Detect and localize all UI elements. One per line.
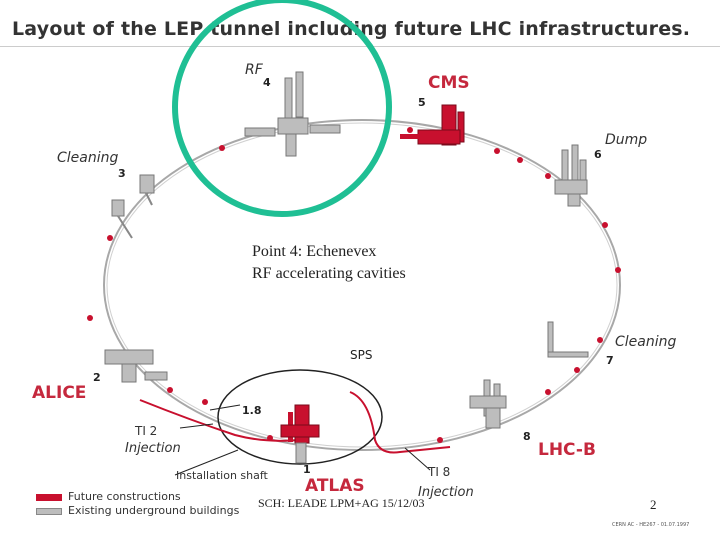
sps-ring — [217, 369, 383, 465]
point8-structure — [469, 379, 507, 429]
footer-reference: CERN AC - HE267 - 01.07.1997 — [612, 522, 690, 528]
callout-line2: RF accelerating cavities — [252, 265, 406, 282]
legend-swatch-existing — [36, 508, 62, 515]
title-divider — [0, 46, 720, 47]
ti2-leader — [179, 423, 214, 429]
point4-structure — [244, 71, 341, 157]
point2-number: 2 — [93, 371, 101, 384]
point1-number: 1 — [303, 463, 311, 476]
point18-number: 1.8 — [242, 404, 262, 417]
lep-ring-inner — [106, 122, 618, 448]
point4-name: RF — [245, 62, 263, 78]
lep-ring — [103, 119, 621, 451]
ti8-injection-label: Injection — [418, 485, 474, 500]
ti8-line — [349, 391, 451, 454]
point3-number: 3 — [118, 167, 126, 180]
ti8-label: TI 8 — [428, 465, 451, 479]
point5-name: CMS — [428, 73, 470, 93]
point1-name: ATLAS — [305, 476, 365, 496]
installation-shaft-label: Installation shaft — [176, 469, 268, 482]
ti2-line — [139, 399, 299, 442]
ti2-label: TI 2 — [135, 424, 158, 438]
point8-name: LHC-B — [538, 440, 596, 460]
point4-highlight-circle — [172, 0, 392, 217]
legend-label-existing: Existing underground buildings — [68, 504, 240, 517]
ti2-injection-label: Injection — [125, 441, 181, 456]
point3-name: Cleaning — [57, 150, 119, 166]
point1-structure — [280, 404, 320, 464]
ring-markers — [87, 127, 621, 443]
legend-swatch-new — [36, 494, 62, 501]
point2-structure — [104, 349, 168, 383]
point7-name: Cleaning — [615, 334, 677, 350]
point2-name: ALICE — [32, 383, 87, 403]
installation-shaft-leader — [174, 449, 239, 476]
footer-author: SCH: LEADE LPM+AG 15/12/03 — [258, 496, 425, 510]
callout-line1: Point 4: Echenevex — [252, 243, 377, 260]
point7-structure — [547, 321, 589, 358]
legend-label-new: Future constructions — [68, 490, 181, 503]
point6-name: Dump — [605, 132, 648, 148]
point8-number: 8 — [523, 430, 531, 443]
p18-leader — [209, 404, 241, 411]
ti8-leader — [404, 447, 431, 471]
sps-label: SPS — [350, 348, 373, 362]
point6-structure — [554, 144, 588, 207]
point3-structure — [111, 174, 155, 239]
point4-number: 4 — [263, 76, 271, 89]
point5-number: 5 — [418, 96, 426, 109]
point6-number: 6 — [594, 148, 602, 161]
point5-structure — [400, 104, 465, 146]
footer-page-number: 2 — [650, 497, 657, 512]
point7-number: 7 — [606, 354, 614, 367]
